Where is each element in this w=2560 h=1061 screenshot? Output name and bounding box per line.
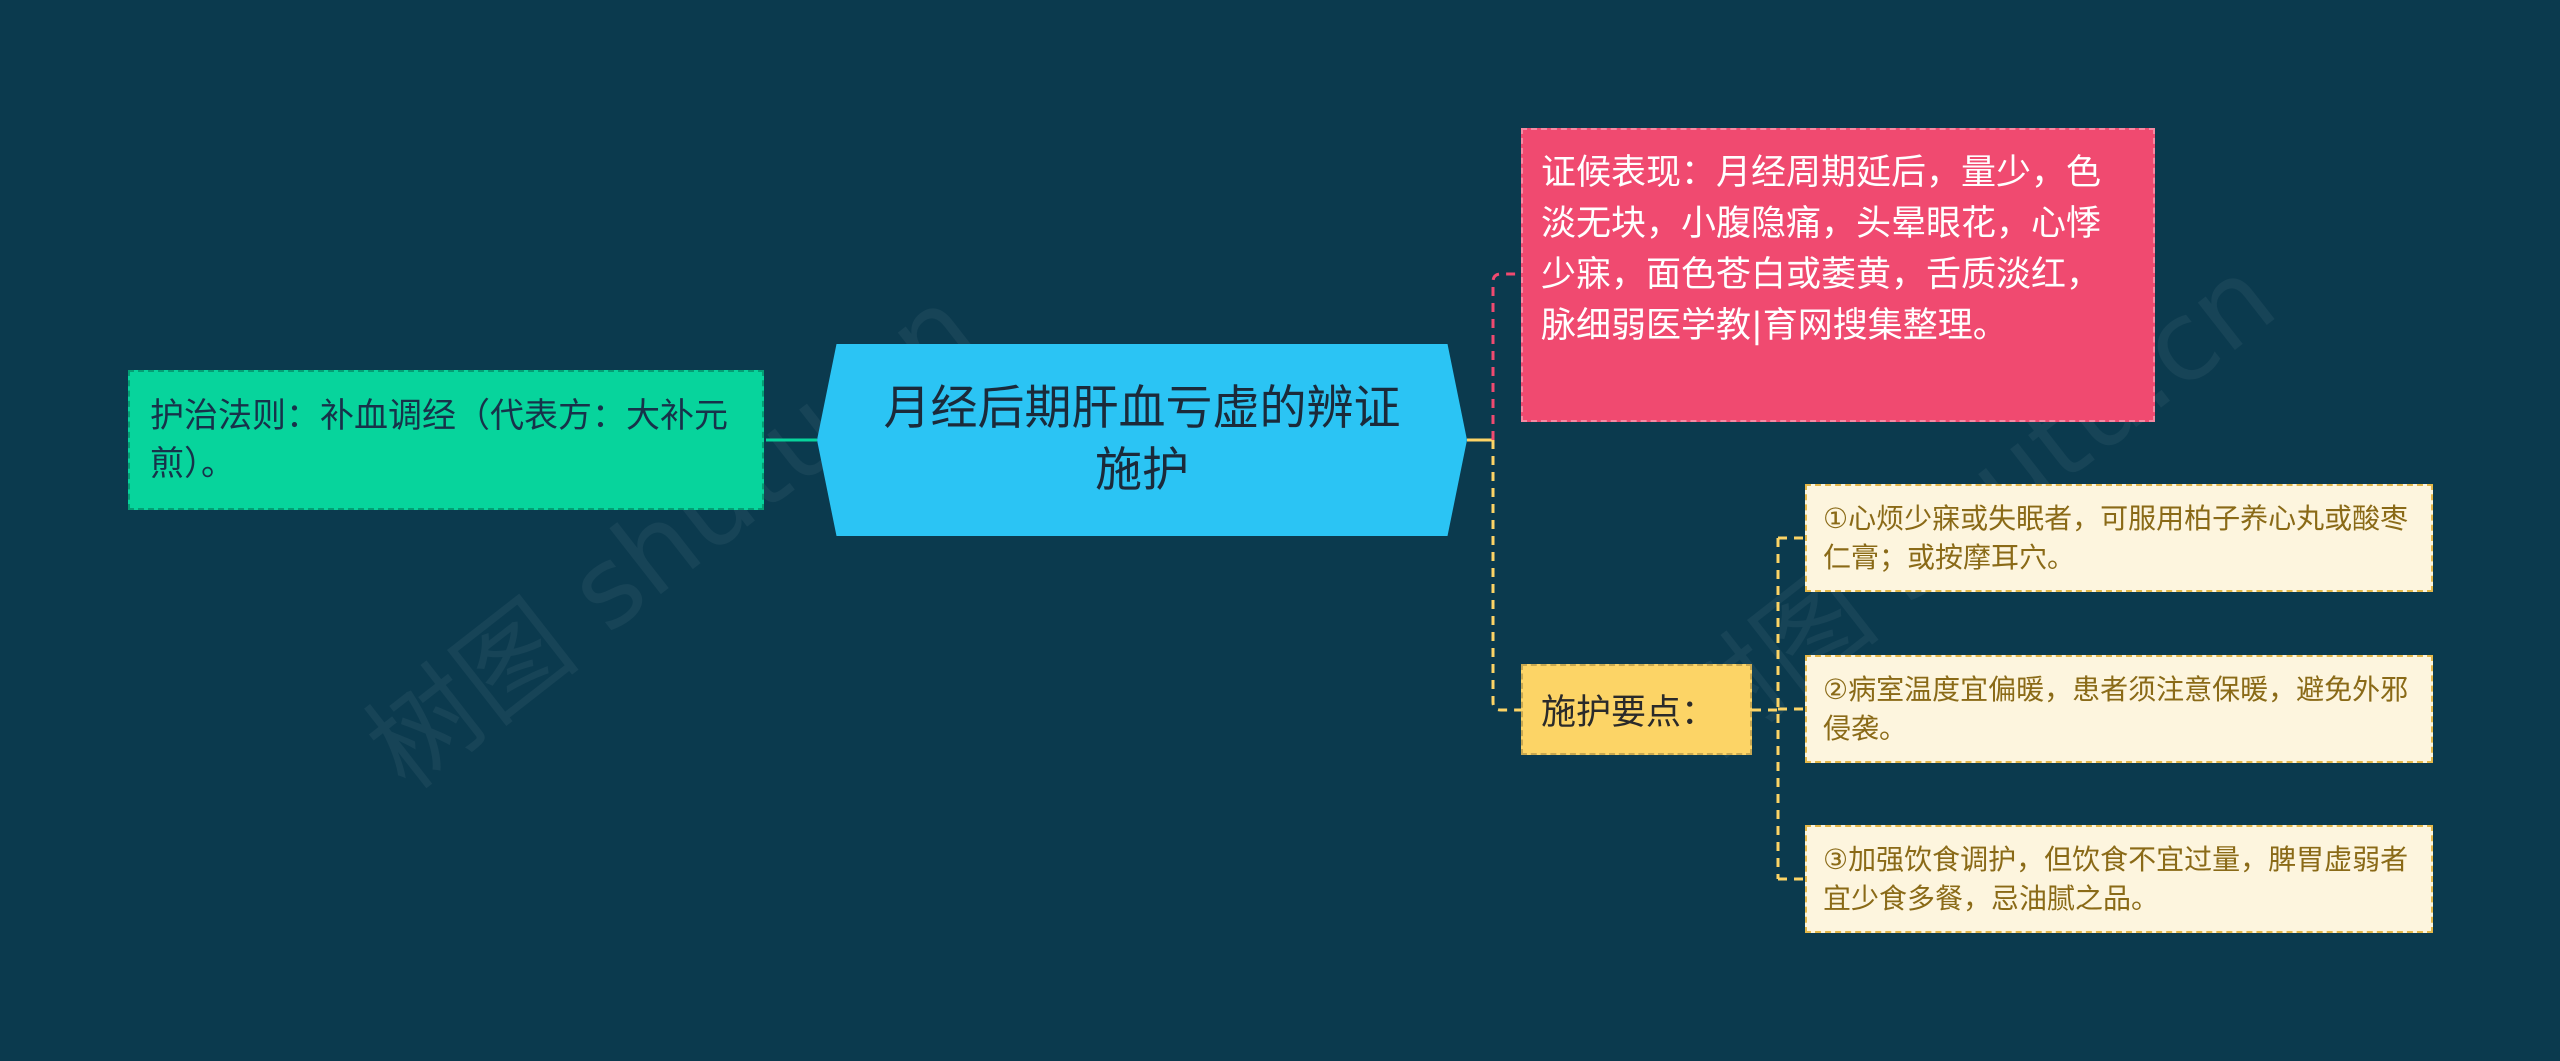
node-nursing-points-label: 施护要点：: [1541, 693, 1717, 733]
node-symptoms-text: 证候表现：月经周期延后，量少，色淡无块，小腹隐痛，头晕眼花，心悸少寐，面色苍白或…: [1541, 153, 2102, 346]
nursing-point-2[interactable]: ②病室温度宜偏暖，患者须注意保暖，避免外邪侵袭。: [1805, 655, 2433, 763]
central-topic-title: 月经后期肝血亏虚的辨证施护: [883, 381, 1401, 498]
nursing-point-2-text: ②病室温度宜偏暖，患者须注意保暖，避免外邪侵袭。: [1823, 673, 2409, 745]
nursing-point-3[interactable]: ③加强饮食调护，但饮食不宜过量，脾胃虚弱者宜少食多餐，忌油腻之品。: [1805, 825, 2433, 933]
nursing-point-1[interactable]: ①心烦少寐或失眠者，可服用柏子养心丸或酸枣仁膏；或按摩耳穴。: [1805, 484, 2433, 592]
node-treatment-principle[interactable]: 护治法则：补血调经（代表方：大补元煎）。: [128, 370, 764, 510]
nursing-point-3-text: ③加强饮食调护，但饮食不宜过量，脾胃虚弱者宜少食多餐，忌油腻之品。: [1823, 843, 2409, 915]
connector-nursing: [1491, 440, 1521, 712]
nursing-point-1-text: ①心烦少寐或失眠者，可服用柏子养心丸或酸枣仁膏；或按摩耳穴。: [1823, 502, 2409, 574]
node-nursing-points[interactable]: 施护要点：: [1521, 664, 1752, 755]
node-treatment-principle-text: 护治法则：补血调经（代表方：大补元煎）。: [150, 396, 728, 484]
central-topic[interactable]: 月经后期肝血亏虚的辨证施护: [817, 344, 1467, 536]
connector-symptom: [1491, 272, 1521, 440]
node-symptoms[interactable]: 证候表现：月经周期延后，量少，色淡无块，小腹隐痛，头晕眼花，心悸少寐，面色苍白或…: [1521, 128, 2155, 422]
